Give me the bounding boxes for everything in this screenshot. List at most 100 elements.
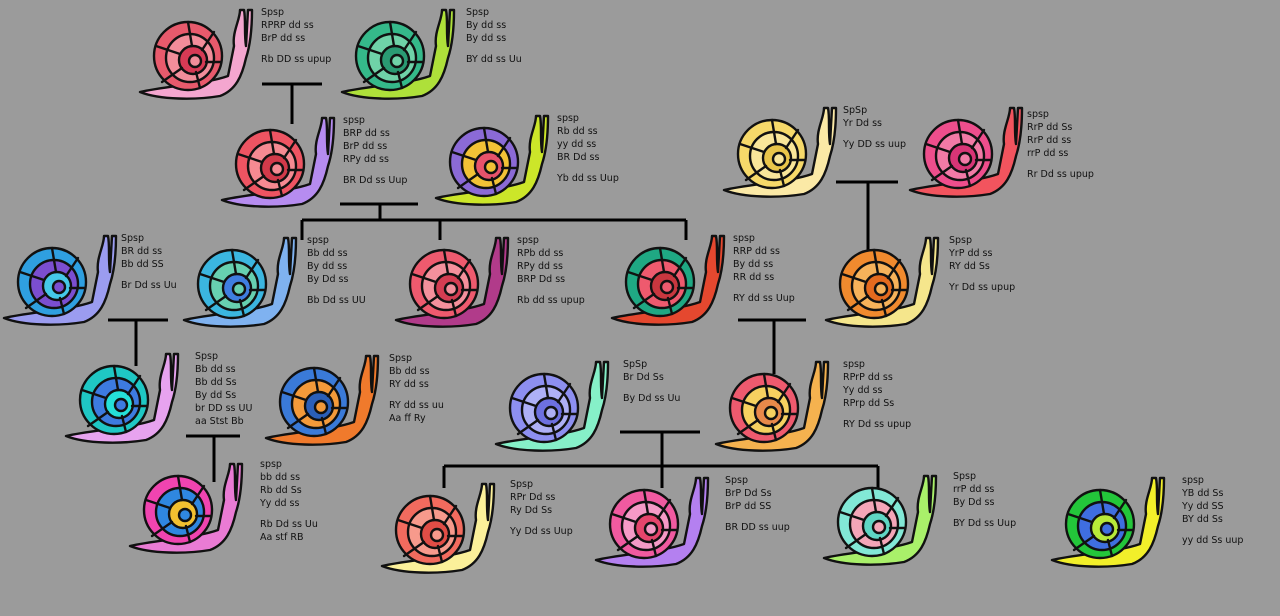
snail-s9-icon [722, 106, 838, 198]
snail-s2-icon [340, 8, 456, 100]
genotype-line: Bb dd ss [195, 364, 236, 375]
genotype-line: Yy dd SS [1182, 501, 1224, 512]
snail-s7-icon [394, 236, 510, 328]
line-gap [307, 286, 366, 294]
genotype-line: YB dd Ss [1182, 488, 1224, 499]
genotype-line: By Dd ss Uu [623, 393, 681, 404]
line-gap [389, 391, 444, 399]
genotype-line: RPrP dd ss [843, 372, 893, 383]
genotype-line: BR dd ss [121, 246, 163, 257]
line-gap [121, 271, 177, 279]
line-gap [1182, 526, 1243, 534]
snail-s8-icon [610, 234, 726, 326]
genotype-line: yy dd Ss uup [1182, 535, 1244, 546]
snail-s17-icon [380, 482, 496, 574]
genotype-line: Spsp [510, 479, 534, 490]
genotype-line: RPr Dd ss [510, 492, 556, 503]
genotype-line: Spsp [953, 471, 977, 482]
genotype-line: Yy DD ss uup [843, 139, 907, 150]
line-gap [953, 509, 1016, 517]
genotype-label-s5: Spsp BR dd ss Bb dd SS Br Dd ss Uu [121, 232, 177, 292]
snail-s12-icon [64, 352, 180, 444]
snail-s11-icon [824, 236, 940, 328]
genotype-line: Bb dd ss [307, 248, 348, 259]
genotype-line: RPy dd ss [343, 154, 389, 165]
genotype-line: spsp [307, 235, 329, 246]
genotype-label-s20: spsp YB dd Ss Yy dd SS BY dd Ss yy dd Ss uup [1182, 474, 1243, 547]
genotype-line: Bb Dd ss UU [307, 295, 366, 306]
genotype-line: Br Dd Ss [623, 372, 664, 383]
genotype-line: spsp [843, 359, 865, 370]
genotype-line: Yr Dd ss [843, 118, 882, 129]
genotype-line: RY dd Ss [949, 261, 990, 272]
genotype-line: BR Dd ss Uup [343, 175, 408, 186]
snail-s20-icon [1050, 476, 1166, 568]
genotype-line: spsp [557, 113, 579, 124]
genotype-line: Rr Dd ss upup [1027, 169, 1094, 180]
line-gap [343, 166, 407, 174]
line-gap [949, 273, 1015, 281]
snail-s16-icon [128, 462, 244, 554]
genotype-line: aa Stst Bb [195, 416, 244, 427]
genotype-line: RPy dd ss [517, 261, 563, 272]
line-gap [623, 384, 680, 392]
genotype-line: By dd Ss [195, 390, 237, 401]
snail-s10-icon [908, 106, 1024, 198]
genotype-line: spsp [733, 233, 755, 244]
snail-s1-icon [138, 8, 254, 100]
genotype-line: spsp [1182, 475, 1204, 486]
line-gap [725, 513, 790, 521]
genotype-line: spsp [1027, 109, 1049, 120]
genotype-line: BRP Dd ss [517, 274, 566, 285]
genotype-line: BrP dd SS [725, 501, 772, 512]
genotype-line: Rb dd ss [557, 126, 598, 137]
snail-s18-icon [594, 476, 710, 568]
genotype-line: BY dd Ss [1182, 514, 1223, 525]
genotype-line: BrP dd ss [343, 141, 388, 152]
genotype-line: Aa ff Ry [389, 413, 426, 424]
line-gap [510, 517, 573, 525]
genotype-line: Spsp [949, 235, 973, 246]
genotype-line: YrP dd ss [949, 248, 993, 259]
genotype-line: By dd ss [466, 20, 507, 31]
genotype-line: spsp [260, 459, 282, 470]
genotype-line: Spsp [121, 233, 145, 244]
line-gap [733, 284, 795, 292]
genotype-line: RrP dd Ss [1027, 122, 1073, 133]
snail-s4-icon [434, 114, 550, 206]
line-gap [261, 45, 331, 53]
line-gap [466, 45, 522, 53]
genotype-line: rrP dd ss [953, 484, 995, 495]
genotype-line: RPrp dd Ss [843, 398, 895, 409]
genotype-line: Ry Dd Ss [510, 505, 553, 516]
genotype-line: RY dd ss uu [389, 400, 444, 411]
genotype-line: RPRP dd ss [261, 20, 314, 31]
genotype-line: By dd ss [733, 259, 774, 270]
line-gap [1027, 160, 1094, 168]
genotype-line: Bb dd SS [121, 259, 164, 270]
genotype-line: rrP dd ss [1027, 148, 1069, 159]
genotype-line: BrP Dd Ss [725, 488, 772, 499]
genotype-line: Yb dd ss Uup [557, 173, 619, 184]
genotype-line: Rb dd Ss [260, 485, 302, 496]
genotype-line: Br Dd ss Uu [121, 280, 177, 291]
genotype-line: Spsp [725, 475, 749, 486]
snail-s14-icon [494, 360, 610, 452]
genotype-line: RPb dd ss [517, 248, 564, 259]
genotype-line: RRP dd ss [733, 246, 780, 257]
line-gap [517, 286, 585, 294]
genotype-line: Yy dd ss [260, 498, 300, 509]
genotype-line: By Dd ss [953, 497, 995, 508]
